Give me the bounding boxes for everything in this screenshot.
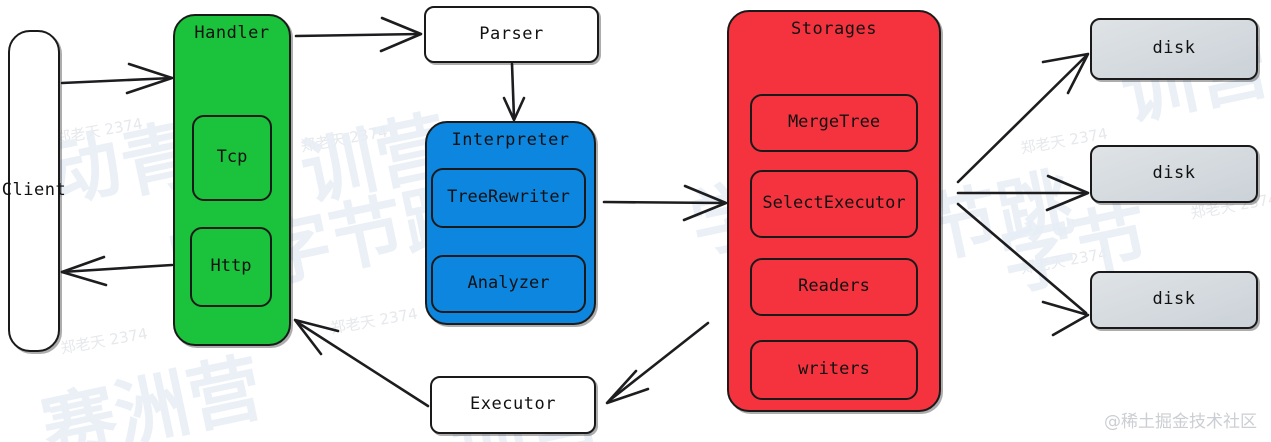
- node-client-label: Client: [1, 180, 67, 201]
- node-storages-child-writers[interactable]: writers: [750, 340, 918, 400]
- node-readers-label: Readers: [798, 276, 870, 297]
- edge-handler-to-parser: [294, 16, 423, 53]
- node-handler-title: Handler: [194, 23, 270, 43]
- node-disk-2[interactable]: disk: [1090, 145, 1258, 203]
- node-disk-1[interactable]: disk: [1090, 18, 1258, 80]
- edge-client-to-handler: [60, 62, 174, 95]
- node-disk-1-label: disk: [1152, 38, 1196, 59]
- node-storages-title: Storages: [791, 19, 877, 39]
- node-storages-child-readers[interactable]: Readers: [750, 258, 918, 316]
- node-parser-label: Parser: [479, 23, 544, 44]
- node-handler-child-http[interactable]: Http: [190, 227, 272, 307]
- node-client[interactable]: Client: [2, 30, 66, 352]
- node-disk-3[interactable]: disk: [1090, 271, 1258, 329]
- node-executor[interactable]: Executor: [430, 376, 596, 434]
- node-disk-3-label: disk: [1152, 289, 1196, 310]
- node-disk-2-label: disk: [1152, 163, 1196, 184]
- node-http-label: Http: [210, 256, 252, 277]
- node-interpreter-child-treerewriter[interactable]: TreeRewriter: [431, 168, 586, 228]
- node-tcp-label: Tcp: [216, 147, 248, 168]
- edge-parser-to-interpreter: [502, 62, 526, 122]
- node-interpreter[interactable]: Interpreter: [425, 121, 596, 325]
- node-storages-child-selectexecutor[interactable]: SelectExecutor: [750, 170, 918, 238]
- source-watermark: @稀土掘金技术社区: [1104, 412, 1257, 432]
- node-mergetree-label: MergeTree: [787, 112, 881, 133]
- node-selectexecutor-label: SelectExecutor: [762, 193, 906, 214]
- node-interpreter-child-analyzer[interactable]: Analyzer: [431, 255, 586, 313]
- node-handler-child-tcp[interactable]: Tcp: [192, 115, 272, 201]
- node-parser[interactable]: Parser: [424, 6, 599, 63]
- node-storages-child-mergetree[interactable]: MergeTree: [750, 94, 918, 152]
- node-storages[interactable]: Storages: [727, 10, 941, 412]
- node-writers-label: writers: [798, 359, 870, 380]
- node-executor-label: Executor: [470, 394, 556, 415]
- node-interpreter-title: Interpreter: [451, 130, 570, 150]
- edge-handler-to-client: [60, 255, 174, 287]
- node-analyzer-label: Analyzer: [467, 273, 550, 294]
- watermark-tile: 郑老天 2374: [329, 304, 419, 338]
- edge-storages-to-executor: [605, 321, 710, 405]
- node-treerewriter-label: TreeRewriter: [447, 187, 570, 208]
